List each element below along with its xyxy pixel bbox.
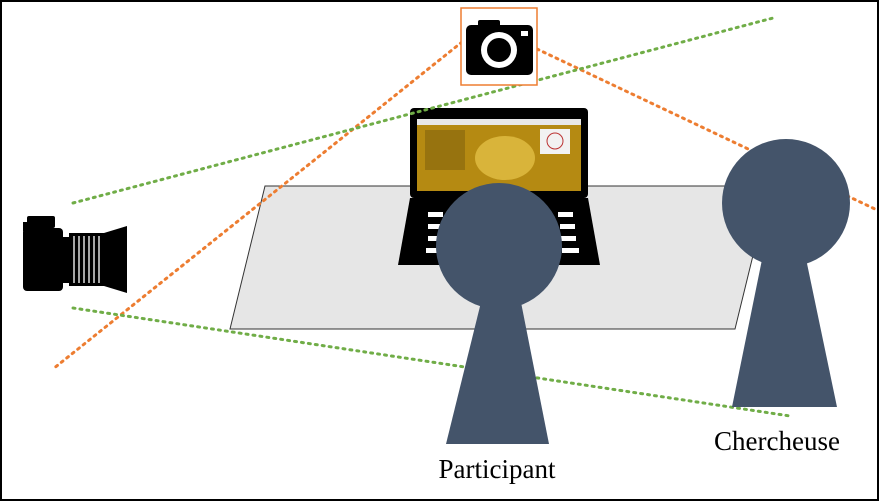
side-camera-field-of-view bbox=[71, 16, 792, 418]
researcher-figure bbox=[722, 139, 850, 407]
researcher-label: Chercheuse bbox=[714, 426, 840, 456]
participant-figure bbox=[436, 183, 562, 444]
participant-label: Participant bbox=[439, 454, 556, 484]
video-camera-icon bbox=[23, 216, 127, 293]
top-camera bbox=[460, 7, 538, 86]
camera-icon bbox=[466, 20, 533, 75]
